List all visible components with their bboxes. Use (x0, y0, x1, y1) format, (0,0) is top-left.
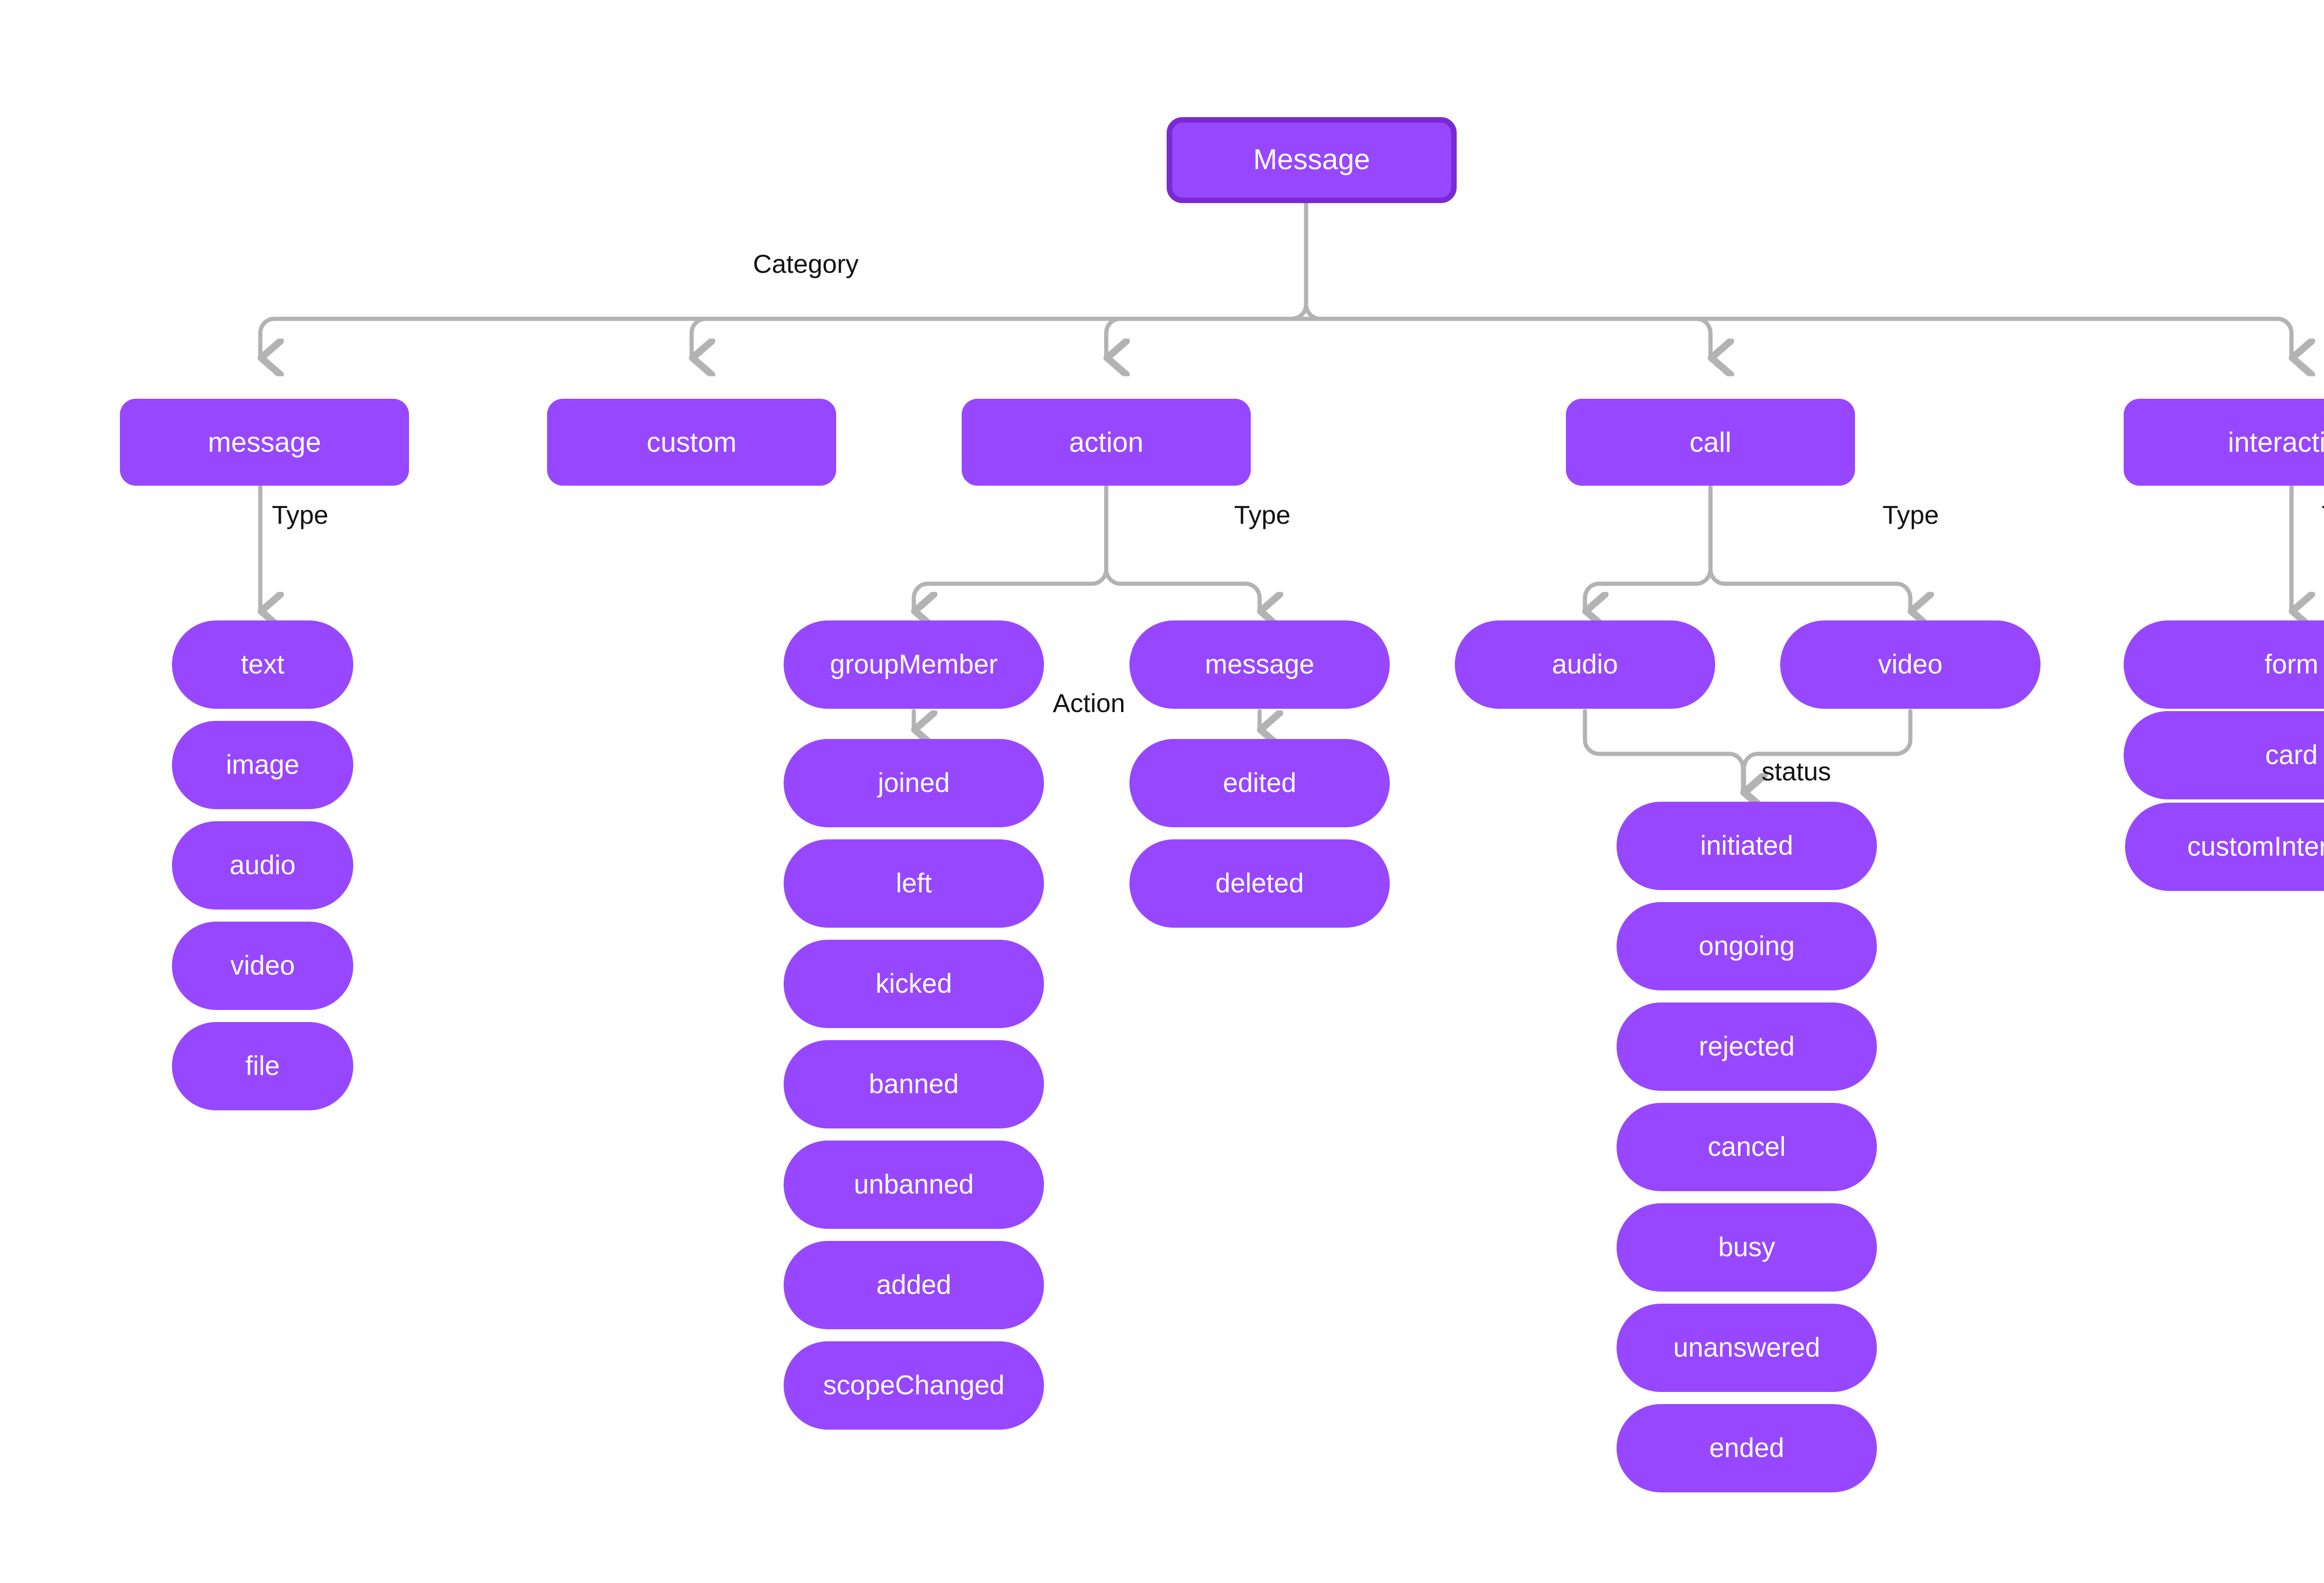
node-label: custom (647, 426, 737, 458)
node-label: Message (1253, 144, 1370, 176)
node-label: interactive (2228, 426, 2324, 458)
node-label: audio (230, 850, 296, 881)
node-label: card (2265, 740, 2318, 771)
node-call-status-ended[interactable]: ended (1617, 1404, 1877, 1492)
edge-label-type-interactive: Type (2322, 500, 2324, 530)
node-label: ongoing (1698, 931, 1795, 962)
edge-root-to-call (1304, 302, 1710, 358)
edge-action-to-groupmember (914, 483, 1109, 611)
node-category-action[interactable]: action (962, 399, 1251, 486)
node-call-status-ongoing[interactable]: ongoing (1617, 902, 1877, 990)
edge-label-call-status: status (1762, 757, 1831, 786)
node-label: action (1069, 426, 1144, 458)
node-label: image (226, 750, 299, 780)
node-actionmessage-edited[interactable]: edited (1129, 739, 1390, 827)
edge-root-to-message (260, 295, 1308, 358)
node-label: form (2265, 649, 2318, 680)
node-label: video (1878, 649, 1943, 680)
node-label: unbanned (853, 1169, 974, 1200)
node-category-call[interactable]: call (1566, 399, 1855, 486)
node-label: audio (1552, 649, 1618, 680)
node-label: file (245, 1051, 280, 1082)
node-label: busy (1718, 1232, 1776, 1263)
node-call-status-rejected[interactable]: rejected (1617, 1003, 1877, 1091)
node-call-status-unanswered[interactable]: unanswered (1617, 1304, 1877, 1392)
node-label: deleted (1215, 868, 1304, 899)
node-label: scopeChanged (823, 1370, 1005, 1401)
node-call-type-video[interactable]: video (1780, 620, 2040, 709)
edge-label-type-call: Type (1882, 500, 1939, 529)
edge-root-to-interactive (1304, 317, 2291, 358)
node-label: unanswered (1673, 1332, 1820, 1363)
edge-label-type-action: Type (1234, 500, 1291, 529)
node-message-type-audio[interactable]: audio (172, 821, 353, 910)
edge-root-to-action (1106, 317, 1308, 358)
node-message-type-text[interactable]: text (172, 620, 353, 709)
node-label: call (1689, 426, 1732, 458)
node-label: left (896, 868, 932, 899)
edge-label-type-message: Type (272, 500, 329, 529)
node-actionmessage-deleted[interactable]: deleted (1129, 839, 1390, 928)
node-label: message (208, 426, 321, 458)
node-label: banned (869, 1069, 959, 1100)
node-category-interactive[interactable]: interactive (2124, 399, 2324, 486)
node-label: customInteractive (2187, 831, 2324, 862)
edge-root-to-custom (692, 302, 1308, 358)
node-label: rejected (1698, 1031, 1795, 1062)
edge-call-to-audio (1585, 483, 1713, 611)
edge-label-category: Category (753, 249, 859, 278)
node-label: joined (878, 768, 950, 798)
node-interactive-type-card[interactable]: card (2124, 711, 2324, 799)
node-interactive-type-form[interactable]: form (2124, 620, 2324, 709)
node-category-message[interactable]: message (120, 399, 409, 486)
node-label: ended (1709, 1433, 1784, 1464)
node-call-status-cancel[interactable]: cancel (1617, 1103, 1877, 1191)
node-label: message (1205, 649, 1314, 680)
node-groupmember-action-kicked[interactable]: kicked (784, 940, 1044, 1028)
edge-label-action: Action (1053, 688, 1125, 718)
node-call-status-busy[interactable]: busy (1617, 1203, 1877, 1292)
node-groupmember-action-unbanned[interactable]: unbanned (784, 1141, 1044, 1229)
node-label: groupMember (830, 649, 998, 680)
node-message-type-image[interactable]: image (172, 721, 353, 809)
node-label: edited (1222, 768, 1297, 798)
edge-audio-to-initiated (1583, 709, 1743, 792)
node-groupmember-action-added[interactable]: added (784, 1241, 1044, 1329)
node-label: kicked (875, 969, 952, 999)
node-call-status-initiated[interactable]: initiated (1617, 802, 1877, 890)
node-groupmember-action-scopechanged[interactable]: scopeChanged (784, 1341, 1044, 1430)
node-groupmember-action-joined[interactable]: joined (784, 739, 1044, 827)
node-action-type-groupmember[interactable]: groupMember (784, 620, 1044, 709)
node-root-message[interactable]: Message (1167, 117, 1457, 203)
node-call-type-audio[interactable]: audio (1455, 620, 1715, 709)
edge-action-to-actionmessage (1104, 567, 1260, 611)
node-groupmember-action-left[interactable]: left (784, 839, 1044, 928)
node-label: video (230, 950, 295, 981)
node-message-type-video[interactable]: video (172, 922, 353, 1010)
node-action-type-message[interactable]: message (1129, 620, 1390, 709)
node-interactive-type-custominteractive[interactable]: customInteractive (2125, 803, 2324, 891)
node-category-custom[interactable]: custom (547, 399, 836, 486)
node-message-type-file[interactable]: file (172, 1022, 353, 1110)
node-label: added (876, 1270, 951, 1300)
edge-call-to-video (1708, 567, 1910, 611)
node-label: cancel (1708, 1132, 1786, 1162)
node-groupmember-action-banned[interactable]: banned (784, 1040, 1044, 1128)
node-label: initiated (1700, 831, 1793, 861)
node-label: text (241, 649, 284, 680)
